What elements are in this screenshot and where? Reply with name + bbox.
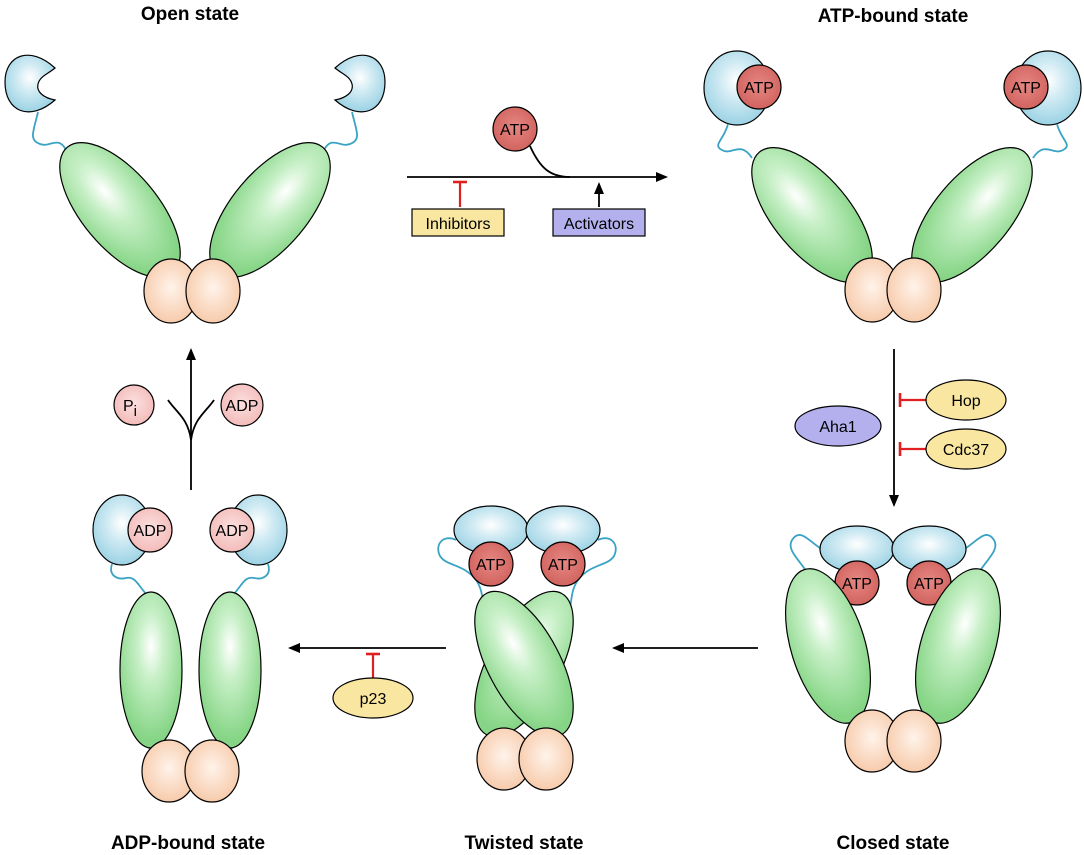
- released-adp: [220, 383, 264, 427]
- atpb-left-atp: [736, 64, 782, 110]
- open-left-linker: [32, 111, 67, 151]
- adpb-right-middle-domain: [198, 591, 262, 749]
- adpb-right-adp: [209, 507, 255, 553]
- atpb-right-linker: [1032, 123, 1068, 159]
- released-pi: [113, 384, 155, 426]
- open-left-n-domain: [4, 54, 57, 113]
- incoming-atp-label: ATP: [500, 122, 530, 139]
- atpb-right-atp-label: ATP: [1011, 80, 1041, 97]
- closed-right-linker: [965, 534, 997, 575]
- twisted-left-atp-label: ATP: [476, 557, 506, 574]
- released-adp-label: ADP: [226, 398, 259, 415]
- p23-label: p23: [360, 691, 387, 708]
- inhibitors-label: Inhibitors: [426, 216, 491, 233]
- adp-to-open-transition: Pi ADP: [113, 348, 264, 490]
- title-closed-state: Closed state: [837, 833, 950, 854]
- aha1-label: Aha1: [819, 419, 856, 436]
- hop-oval: [925, 379, 1007, 421]
- twisted-state-protein: ATP ATP: [437, 505, 617, 791]
- adpb-right-adp-label: ADP: [216, 523, 249, 540]
- released-pi-label: Pi: [123, 398, 137, 420]
- title-atp-bound-state: ATP-bound state: [818, 6, 969, 27]
- aha1-oval: [794, 405, 882, 447]
- open-to-atp-transition: ATP Inhibitors Activators: [407, 106, 668, 237]
- adpb-right-c-domain: [184, 739, 240, 803]
- twisted-to-adp-transition: p23: [288, 643, 446, 719]
- open-right-n-domain: [333, 54, 386, 113]
- atpb-right-atp: [1003, 64, 1049, 110]
- atpb-right-c-domain: [886, 257, 942, 323]
- adp-bound-state-protein: ADP ADP: [92, 494, 288, 803]
- twisted-right-atp-label: ATP: [548, 557, 578, 574]
- cdc37-label: Cdc37: [943, 442, 989, 459]
- twisted-right-atp: [540, 541, 586, 587]
- twisted-front-middle-domain: [474, 590, 574, 738]
- atpb-left-atp-label: ATP: [744, 80, 774, 97]
- twisted-left-atp: [468, 541, 514, 587]
- title-adp-bound-state: ADP-bound state: [111, 833, 265, 854]
- adpb-left-adp: [127, 507, 173, 553]
- adpb-left-linker: [110, 563, 149, 597]
- closed-left-atp-label: ATP: [842, 576, 872, 593]
- adpb-left-adp-label: ADP: [134, 523, 167, 540]
- twisted-right-linker: [563, 537, 617, 621]
- open-right-c-domain: [185, 258, 241, 324]
- hop-label: Hop: [951, 393, 980, 410]
- twisted-right-c-domain: [518, 727, 574, 791]
- activators-label: Activators: [564, 216, 634, 233]
- atp-bound-state-protein: ATP ATP: [703, 50, 1082, 323]
- p23-oval: [332, 677, 414, 719]
- adpb-right-linker: [231, 563, 270, 597]
- title-open-state: Open state: [141, 4, 239, 25]
- inhibitors-box: [411, 208, 505, 237]
- title-twisted-state: Twisted state: [465, 833, 584, 854]
- closed-right-c-domain: [886, 709, 942, 773]
- cdc37-oval: [925, 428, 1007, 470]
- closed-left-linker: [789, 534, 821, 575]
- open-state-protein: [4, 54, 386, 324]
- adpb-left-middle-domain: [119, 591, 183, 749]
- incoming-atp: [492, 106, 538, 152]
- atpb-left-linker: [717, 123, 753, 159]
- open-right-linker: [323, 111, 358, 151]
- closed-state-protein: ATP ATP: [784, 525, 1002, 773]
- closed-right-atp-label: ATP: [914, 576, 944, 593]
- atp-to-closed-transition: Aha1 Hop Cdc37: [794, 349, 1007, 507]
- activators-box: [552, 208, 646, 237]
